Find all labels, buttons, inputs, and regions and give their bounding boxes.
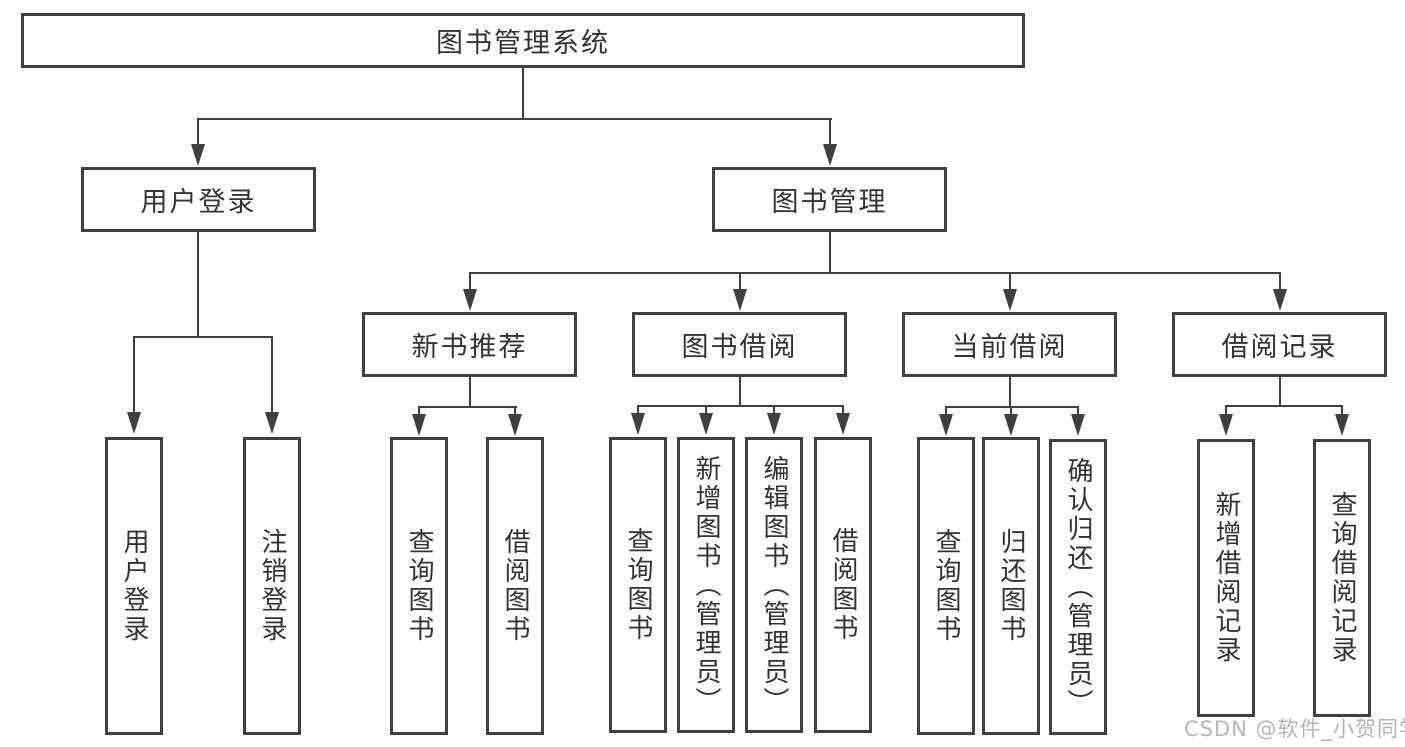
connector-bookborrow-bar xyxy=(637,405,844,407)
leaf-logout-label: 注销登录 xyxy=(257,528,287,644)
connector-userlogin-stem xyxy=(197,232,199,336)
arrowhead-down-add-book-admin xyxy=(699,413,713,435)
node-current-borrowing: 当前借阅 xyxy=(902,312,1117,377)
leaf-borrow-books-recommend-label: 借阅图书 xyxy=(500,528,530,644)
connector-root-drop-right xyxy=(829,120,831,145)
leaf-query-books-recommend-label: 查询图书 xyxy=(404,528,434,644)
node-new-book-recommendation: 新书推荐 xyxy=(362,312,577,377)
leaf-query-borrow-record-label: 查询借阅记录 xyxy=(1327,491,1357,665)
leaf-logout: 注销登录 xyxy=(243,437,301,735)
leaf-query-books-borrow-label: 查询图书 xyxy=(623,527,653,643)
leaf-borrow-books-label: 借阅图书 xyxy=(828,527,858,643)
arrowhead-down-current-borrowing xyxy=(1003,289,1017,311)
connector-records-drop-1 xyxy=(1225,407,1227,415)
node-user-login-label: 用户登录 xyxy=(140,187,257,218)
connector-bookmgmt-drop-1 xyxy=(469,274,471,290)
arrowhead-down-confirm-return-admin xyxy=(1071,414,1085,436)
connector-currentborrow-drop-2 xyxy=(1010,408,1012,415)
node-borrowing-records: 借阅记录 xyxy=(1172,312,1387,377)
connector-userlogin-drop-1 xyxy=(133,338,135,413)
node-user-login: 用户登录 xyxy=(81,167,316,232)
connector-bookborrow-stem xyxy=(739,377,741,405)
arrowhead-down-borrowing-records xyxy=(1273,289,1287,311)
connector-bookborrow-drop-3 xyxy=(773,407,775,414)
arrowhead-down-edit-book-admin xyxy=(767,413,781,435)
connector-root-drop-left xyxy=(197,120,199,145)
arrowhead-down-borrow-books-recommend xyxy=(508,414,522,436)
connector-currentborrow-bar xyxy=(945,406,1079,408)
arrowhead-down-add-borrow-record xyxy=(1219,414,1233,436)
connector-records-drop-2 xyxy=(1341,407,1343,415)
connector-newbook-drop-1 xyxy=(418,408,420,415)
node-current-borrowing-label: 当前借阅 xyxy=(951,332,1068,363)
arrowhead-down-return-books xyxy=(1004,414,1018,436)
connector-bookmgmt-bar xyxy=(469,272,1281,274)
connector-records-bar xyxy=(1225,405,1343,407)
leaf-query-books-borrow: 查询图书 xyxy=(609,437,667,733)
node-book-management-label: 图书管理 xyxy=(771,187,888,218)
node-new-book-recommendation-label: 新书推荐 xyxy=(411,332,528,363)
connector-currentborrow-drop-1 xyxy=(945,408,947,415)
leaf-add-borrow-record: 新增借阅记录 xyxy=(1197,439,1255,717)
leaf-user-login: 用户登录 xyxy=(105,437,163,735)
connector-newbook-bar xyxy=(418,406,517,408)
connector-currentborrow-stem xyxy=(1009,377,1011,406)
leaf-confirm-return-admin: 确认归还（管理员） xyxy=(1049,439,1107,735)
leaf-query-borrow-record: 查询借阅记录 xyxy=(1313,439,1371,717)
connector-bookborrow-drop-1 xyxy=(637,407,639,414)
node-library-management-system-label: 图书管理系统 xyxy=(436,28,610,59)
node-book-borrowing-label: 图书借阅 xyxy=(681,332,798,363)
leaf-edit-book-admin-label: 编辑图书（管理员） xyxy=(759,454,789,716)
leaf-confirm-return-admin-label: 确认归还（管理员） xyxy=(1063,456,1093,718)
arrowhead-down-query-books-recommend xyxy=(412,414,426,436)
arrowhead-down-new-book-recommendation xyxy=(463,289,477,311)
node-book-borrowing: 图书借阅 xyxy=(632,312,847,377)
connector-root-bar xyxy=(197,118,832,120)
connector-bookborrow-drop-2 xyxy=(705,407,707,414)
connector-bookmgmt-drop-3 xyxy=(1009,274,1011,290)
leaf-borrow-books-recommend: 借阅图书 xyxy=(486,437,544,735)
leaf-query-books-recommend: 查询图书 xyxy=(390,437,448,735)
connector-bookmgmt-drop-2 xyxy=(739,274,741,290)
arrowhead-down-book-management xyxy=(823,144,837,166)
connector-root-stem xyxy=(522,68,524,118)
arrowhead-down-leaf-logout xyxy=(265,412,279,434)
arrowhead-down-query-books-current xyxy=(939,414,953,436)
arrowhead-down-leaf-user-login xyxy=(127,412,141,434)
connector-userlogin-drop-2 xyxy=(271,338,273,413)
connector-newbook-stem xyxy=(469,377,471,406)
arrowhead-down-book-borrowing xyxy=(733,289,747,311)
arrowhead-down-query-books-borrow xyxy=(631,413,645,435)
connector-currentborrow-drop-3 xyxy=(1077,408,1079,415)
leaf-add-borrow-record-label: 新增借阅记录 xyxy=(1211,491,1241,665)
node-book-management: 图书管理 xyxy=(712,167,947,232)
leaf-return-books-label: 归还图书 xyxy=(996,528,1026,644)
leaf-add-book-admin: 新增图书（管理员） xyxy=(677,437,735,733)
leaf-user-login-label: 用户登录 xyxy=(119,528,149,644)
arrowhead-down-borrow-books xyxy=(836,413,850,435)
connector-bookmgmt-stem xyxy=(829,232,831,272)
leaf-borrow-books: 借阅图书 xyxy=(814,437,872,733)
leaf-return-books: 归还图书 xyxy=(982,437,1040,735)
leaf-query-books-current: 查询图书 xyxy=(917,437,975,735)
arrowhead-down-query-borrow-record xyxy=(1335,414,1349,436)
connector-newbook-drop-2 xyxy=(514,408,516,415)
leaf-add-book-admin-label: 新增图书（管理员） xyxy=(691,454,721,716)
leaf-query-books-current-label: 查询图书 xyxy=(931,528,961,644)
connector-userlogin-bar xyxy=(133,336,273,338)
node-library-management-system: 图书管理系统 xyxy=(21,13,1025,68)
connector-bookborrow-drop-4 xyxy=(842,407,844,414)
leaf-edit-book-admin: 编辑图书（管理员） xyxy=(745,437,803,733)
arrowhead-down-user-login xyxy=(191,144,205,166)
connector-bookmgmt-drop-4 xyxy=(1279,274,1281,290)
connector-records-stem xyxy=(1279,377,1281,405)
csdn-watermark: CSDN @软件_小贺同学 xyxy=(1184,717,1405,741)
node-borrowing-records-label: 借阅记录 xyxy=(1221,332,1338,363)
